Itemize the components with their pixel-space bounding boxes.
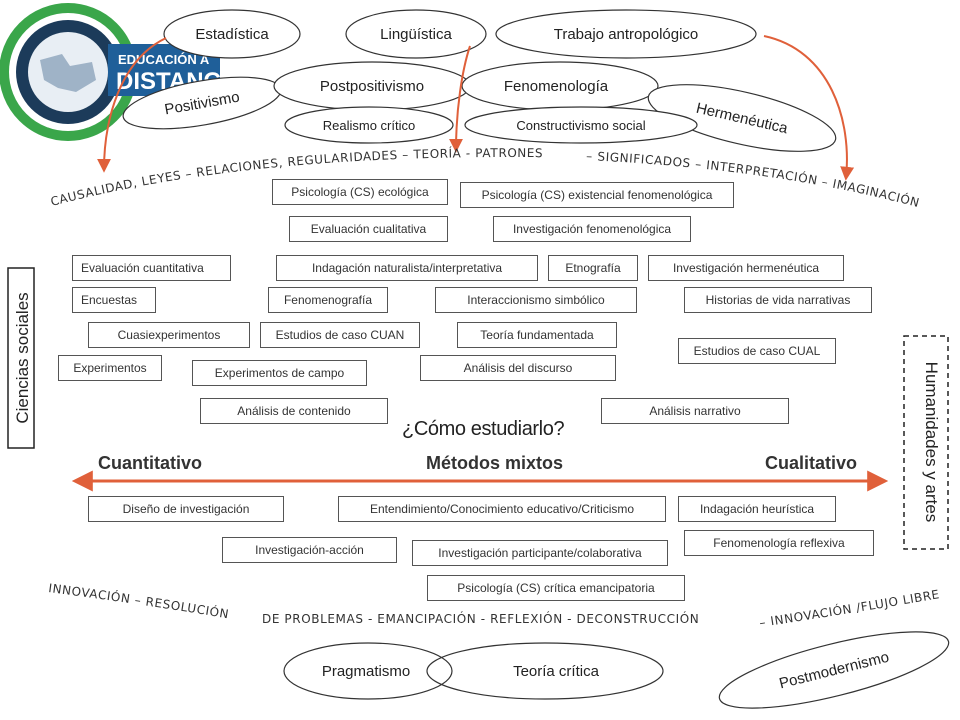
axis-label-cuantitativo: Cuantitativo: [98, 453, 203, 473]
paradigm-ellipses: [122, 9, 950, 709]
box-fenomenografia: Fenomenografía: [268, 287, 388, 313]
ellipse-linguistica: [345, 9, 487, 59]
box-experimentos-campo: Experimentos de campo: [192, 360, 367, 386]
axis-label-mixtos: Métodos mixtos: [426, 453, 564, 473]
box-psico-critica: Psicología (CS) crítica emancipatoria: [427, 575, 685, 601]
label-linguistica: Lingüística: [380, 26, 452, 43]
side-label-ciencias: Ciencias sociales: [13, 292, 32, 423]
box-analisis-contenido: Análisis de contenido: [200, 398, 388, 424]
curved-arrows: [97, 35, 855, 181]
arrow-trabajo: [763, 35, 855, 181]
box-experimentos: Experimentos: [58, 355, 162, 381]
box-entendimiento: Entendimiento/Conocimiento educativo/Cri…: [338, 496, 666, 522]
question-heading: ¿Cómo estudiarlo?: [402, 418, 565, 440]
ellipse-pragmatismo: [283, 642, 453, 700]
box-interaccionismo: Interaccionismo simbólico: [435, 287, 637, 313]
box-inv-participante: Investigación participante/colaborativa: [412, 540, 668, 566]
box-analisis-narrativo: Análisis narrativo: [601, 398, 789, 424]
label-trabajo: Trabajo antropológico: [554, 26, 699, 43]
arrow-linguistica: [449, 45, 471, 153]
side-box-humanidades: [903, 335, 949, 550]
axis-label-cualitativo: Cualitativo: [765, 453, 858, 473]
box-fenomenologia-reflexiva: Fenomenología reflexiva: [684, 530, 874, 556]
arrow-estadistica: [97, 37, 167, 173]
arc-bottom-middle: DE PROBLEMAS - EMANCIPACIÓN - REFLEXIÓN …: [262, 611, 699, 626]
box-analisis-discurso: Análisis del discurso: [420, 355, 616, 381]
box-casos-cual: Estudios de caso CUAL: [678, 338, 836, 364]
box-historias: Historias de vida narrativas: [684, 287, 872, 313]
box-inv-accion: Investigación-acción: [222, 537, 397, 563]
box-psico-ecologica: Psicología (CS) ecológica: [272, 179, 448, 205]
ellipse-constructivismo: [464, 106, 698, 144]
box-diseno: Diseño de investigación: [88, 496, 284, 522]
label-postpositivismo: Postpositivismo: [320, 78, 424, 95]
box-psico-existencial: Psicología (CS) existencial fenomenológi…: [460, 182, 734, 208]
box-inv-fenomenologica: Investigación fenomenológica: [493, 216, 691, 242]
ellipse-postmodernismo: [718, 631, 950, 709]
box-encuestas: Encuestas: [72, 287, 156, 313]
label-teoria-critica: Teoría crítica: [513, 663, 600, 680]
box-cuasiexperimentos: Cuasiexperimentos: [88, 322, 250, 348]
ellipse-realismo: [284, 106, 454, 144]
label-estadistica: Estadística: [195, 26, 269, 43]
ellipse-trabajo: [495, 9, 757, 59]
ellipse-teoria-critica: [426, 642, 664, 700]
box-casos-cuan: Estudios de caso CUAN: [260, 322, 420, 348]
logo-map-shape: [40, 54, 96, 92]
label-pragmatismo: Pragmatismo: [322, 663, 410, 680]
label-fenomenologia: Fenomenología: [504, 78, 609, 95]
box-inv-hermeneutica: Investigación hermenéutica: [648, 255, 844, 281]
box-indagacion-heuristica: Indagación heurística: [678, 496, 836, 522]
label-realismo: Realismo crítico: [323, 118, 415, 133]
box-eval-cualitativa: Evaluación cualitativa: [289, 216, 448, 242]
side-label-humanidades: Humanidades y artes: [922, 362, 941, 523]
label-constructivismo: Constructivismo social: [516, 118, 645, 133]
box-eval-cuantitativa: Evaluación cuantitativa: [72, 255, 231, 281]
side-box-ciencias: [7, 267, 35, 449]
arc-bottom-left: INNOVACIÓN – RESOLUCIÓN: [48, 581, 231, 621]
ellipse-hermeneutica: [647, 84, 837, 152]
arc-bottom-right: – INNOVACIÓN /FLUJO LIBRE: [758, 587, 940, 630]
box-etnografia: Etnografía: [548, 255, 638, 281]
ellipse-estadistica: [163, 9, 301, 59]
box-teoria-fundamentada: Teoría fundamentada: [457, 322, 617, 348]
box-indagacion-naturalista: Indagación naturalista/interpretativa: [276, 255, 538, 281]
